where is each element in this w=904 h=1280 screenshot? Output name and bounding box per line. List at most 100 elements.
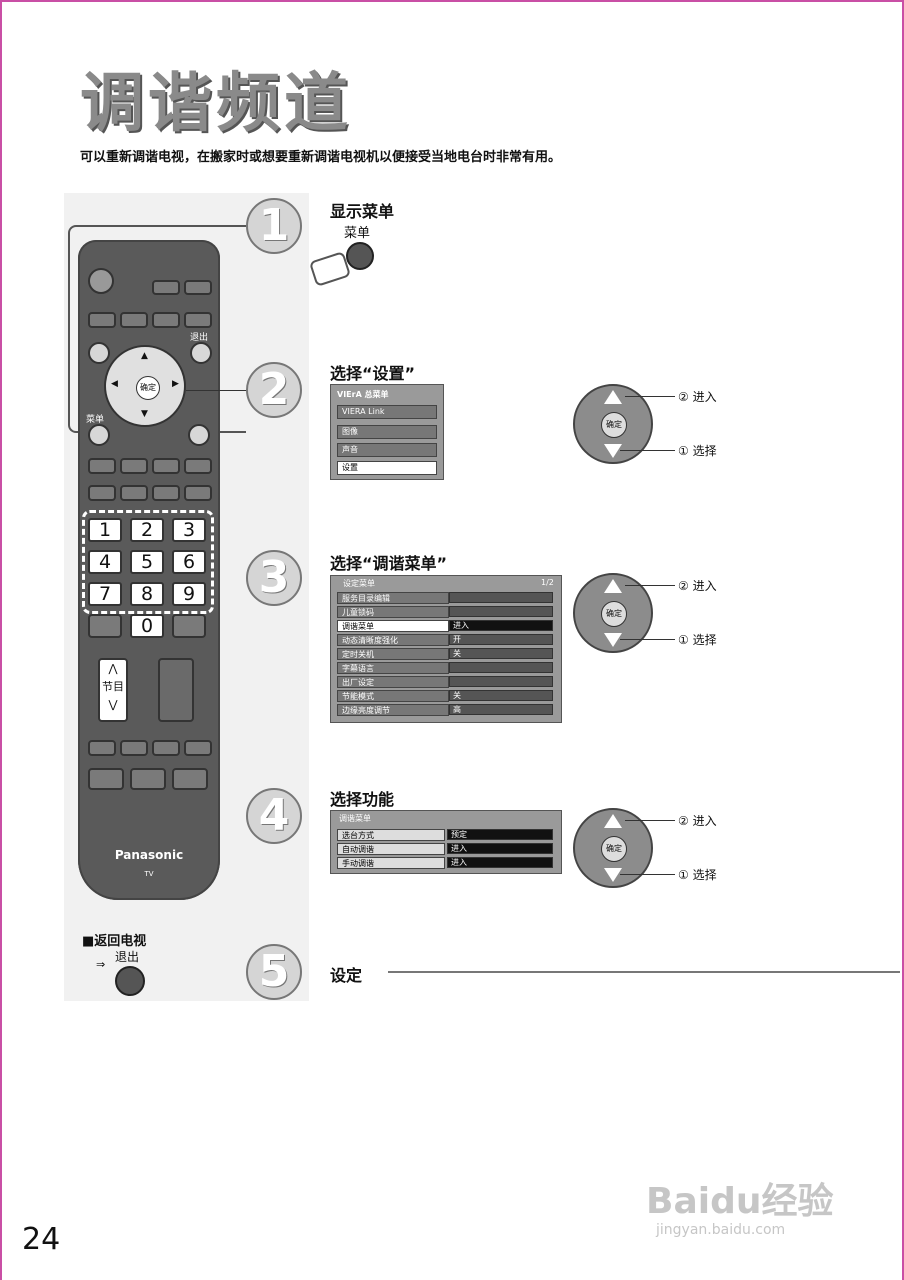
- setup-menu-item[interactable]: 动态清晰度强化: [337, 634, 449, 646]
- main-menu-item[interactable]: 声音: [337, 443, 437, 457]
- setup-menu-item-selected[interactable]: 调谐菜单: [337, 620, 449, 632]
- mute-button[interactable]: [88, 614, 122, 638]
- nav-up-icon: [604, 814, 622, 828]
- annotation-select: ① 选择: [678, 444, 717, 458]
- exit-button[interactable]: [190, 342, 212, 364]
- down-arrow-icon: ▼: [141, 409, 148, 419]
- tv-button[interactable]: [184, 280, 212, 295]
- function-button-1[interactable]: [88, 312, 116, 328]
- bottom-button-4[interactable]: [184, 740, 212, 756]
- setup-menu-item[interactable]: 边缘亮度调节: [337, 704, 449, 716]
- setup-menu-value: 高: [449, 704, 553, 715]
- num-key-6[interactable]: 6: [172, 550, 206, 574]
- function-button-2[interactable]: [120, 312, 148, 328]
- setup-menu-item[interactable]: 字幕语言: [337, 662, 449, 674]
- color-button-green[interactable]: [120, 458, 148, 474]
- enter-callout-line: [625, 396, 675, 397]
- setup-menu-item[interactable]: 定时关机: [337, 648, 449, 660]
- volume-rocker[interactable]: [158, 658, 194, 722]
- number-keys-highlight: [82, 510, 214, 614]
- main-menu-panel: VIErA 总菜单 VIERA Link 图像 声音 设置: [330, 384, 444, 480]
- nav-up-icon: [604, 390, 622, 404]
- setup-menu-item[interactable]: 出厂设定: [337, 676, 449, 688]
- step-1-number: 1: [246, 198, 302, 254]
- num-key-7[interactable]: 7: [88, 582, 122, 606]
- return-exit-button[interactable]: [115, 966, 145, 996]
- channel-rocker[interactable]: ⋀ 节目 ⋁: [98, 658, 128, 722]
- step-3-number: 3: [246, 550, 302, 606]
- color-button-yellow[interactable]: [152, 458, 180, 474]
- setup-menu-value: [449, 592, 553, 603]
- function-button-4[interactable]: [184, 312, 212, 328]
- nav-ok-step4: 确定: [601, 836, 627, 862]
- num-key-1[interactable]: 1: [88, 518, 122, 542]
- bottom-button-6[interactable]: [130, 768, 166, 790]
- exit-label: 退出: [190, 333, 209, 343]
- power-button[interactable]: [88, 268, 114, 294]
- annotation-enter: ② 进入: [678, 390, 717, 404]
- num-key-3[interactable]: 3: [172, 518, 206, 542]
- watermark-url: jingyan.baidu.com: [656, 1222, 786, 1238]
- tuning-menu-value[interactable]: 进入: [447, 857, 553, 868]
- channel-up-icon: ⋀: [108, 662, 118, 675]
- bottom-button-5[interactable]: [88, 768, 124, 790]
- tuning-menu-item[interactable]: 手动调谐: [337, 857, 445, 869]
- channel-down-icon: ⋁: [108, 698, 118, 711]
- bottom-button-2[interactable]: [120, 740, 148, 756]
- enter-callout-line: [625, 585, 675, 586]
- bottom-button-3[interactable]: [152, 740, 180, 756]
- annotation-select: ① 选择: [678, 633, 717, 647]
- select-callout-line: [620, 450, 675, 451]
- setup-menu-value: 关: [449, 648, 553, 659]
- input-button[interactable]: [152, 280, 180, 295]
- step-3-label: 选择“调谐菜单”: [330, 554, 448, 573]
- menu-button-illustration: [346, 242, 374, 270]
- return-tv-label: ■返回电视: [82, 934, 147, 949]
- tuning-menu-panel: 调谐菜单 选台方式 自动调谐 手动调谐 预定 进入 进入: [330, 810, 562, 874]
- step-2-number: 2: [246, 362, 302, 418]
- channel-label: 节目: [102, 680, 124, 693]
- step-4-label: 选择功能: [330, 790, 395, 809]
- setup-menu-item[interactable]: 节能模式: [337, 690, 449, 702]
- select-callout-line: [620, 874, 675, 875]
- step-2-label: 选择“设置”: [330, 364, 416, 383]
- setup-menu-value: 开: [449, 634, 553, 645]
- num-key-5[interactable]: 5: [130, 550, 164, 574]
- up-arrow-icon: ▲: [141, 351, 148, 361]
- tuning-menu-item[interactable]: 选台方式: [337, 829, 445, 841]
- media-button-1[interactable]: [88, 485, 116, 501]
- main-menu-item-selected[interactable]: 设置: [337, 461, 437, 475]
- return-button[interactable]: [188, 424, 210, 446]
- main-menu-header: VIErA 总菜单: [337, 390, 389, 399]
- bottom-button-1[interactable]: [88, 740, 116, 756]
- color-button-red[interactable]: [88, 458, 116, 474]
- num-key-2[interactable]: 2: [130, 518, 164, 542]
- last-view-button[interactable]: [172, 614, 206, 638]
- tuning-menu-value[interactable]: 进入: [447, 843, 553, 854]
- menu-button[interactable]: [88, 424, 110, 446]
- main-menu-item[interactable]: VIERA Link: [337, 405, 437, 419]
- function-button-3[interactable]: [152, 312, 180, 328]
- bottom-button-7[interactable]: [172, 768, 208, 790]
- ok-button[interactable]: 确定: [136, 376, 160, 400]
- media-button-2[interactable]: [120, 485, 148, 501]
- setup-menu-value: 进入: [449, 620, 553, 631]
- tuning-menu-item[interactable]: 自动调谐: [337, 843, 445, 855]
- tuning-menu-value[interactable]: 预定: [447, 829, 553, 840]
- media-button-4[interactable]: [184, 485, 212, 501]
- setup-menu-item[interactable]: 儿童锁码: [337, 606, 449, 618]
- option-button[interactable]: [88, 342, 110, 364]
- color-button-blue[interactable]: [184, 458, 212, 474]
- select-callout-line: [620, 639, 675, 640]
- nav-ok-step3: 确定: [601, 601, 627, 627]
- nav-ok-step2: 确定: [601, 412, 627, 438]
- num-key-4[interactable]: 4: [88, 550, 122, 574]
- right-arrow-icon: ▶: [172, 379, 179, 389]
- num-key-8[interactable]: 8: [130, 582, 164, 606]
- num-key-0[interactable]: 0: [130, 614, 164, 638]
- num-key-9[interactable]: 9: [172, 582, 206, 606]
- media-button-3[interactable]: [152, 485, 180, 501]
- setup-menu-value: [449, 662, 553, 673]
- setup-menu-item[interactable]: 服务目录编辑: [337, 592, 449, 604]
- main-menu-item[interactable]: 图像: [337, 425, 437, 439]
